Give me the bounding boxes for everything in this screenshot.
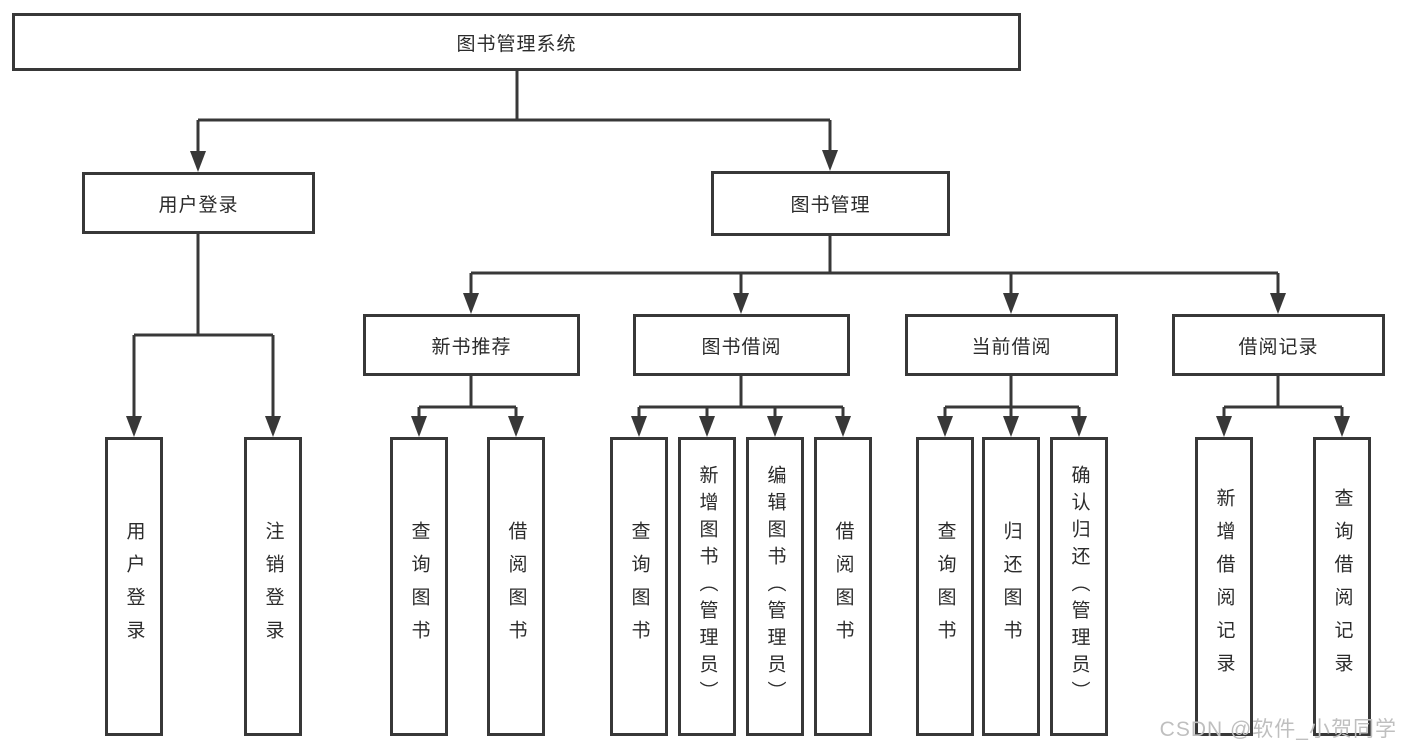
node-borrow-records: 借阅记录 [1172,314,1385,376]
leaf-add-borrow-record: 新增借阅记录 [1195,437,1253,736]
leaf-query-books-recommend-label: 查询图书 [408,520,430,653]
leaf-borrow-books-recommend-label: 借阅图书 [505,520,527,653]
leaf-query-borrow-record: 查询借阅记录 [1313,437,1371,736]
leaf-logout: 注销登录 [244,437,302,736]
leaf-user-login-label: 用户登录 [123,520,145,653]
node-book-borrow: 图书借阅 [633,314,850,376]
leaf-query-borrow-record-label: 查询借阅记录 [1331,487,1353,686]
node-book-management-label: 图书管理 [790,195,871,216]
leaf-query-books-current-label: 查询图书 [934,520,956,653]
csdn-watermark: CSDN @软件_小贺同学 [1159,718,1397,741]
leaf-add-borrow-record-label: 新增借阅记录 [1213,487,1235,686]
leaf-borrow-books: 借阅图书 [814,437,872,736]
node-user-login: 用户登录 [82,172,315,234]
leaf-add-books-admin: 新增图书（管理员） [678,437,736,736]
node-current-borrow: 当前借阅 [905,314,1118,376]
leaf-logout-label: 注销登录 [262,520,284,653]
leaf-return-books-label: 归还图书 [1000,520,1022,653]
leaf-edit-books-admin-label: 编辑图书（管理员） [764,465,786,708]
node-borrow-records-label: 借阅记录 [1238,336,1319,358]
leaf-edit-books-admin: 编辑图书（管理员） [746,437,804,736]
node-new-book-recommend-label: 新书推荐 [431,336,512,358]
leaf-query-books-recommend: 查询图书 [390,437,448,736]
node-book-management: 图书管理 [711,171,950,236]
node-book-borrow-label: 图书借阅 [701,336,782,358]
leaf-return-books: 归还图书 [982,437,1040,736]
leaf-confirm-return-admin: 确认归还（管理员） [1050,437,1108,736]
leaf-query-books-borrow-label: 查询图书 [628,520,650,653]
leaf-borrow-books-recommend: 借阅图书 [487,437,545,736]
leaf-user-login: 用户登录 [105,437,163,736]
leaf-add-books-admin-label: 新增图书（管理员） [696,465,718,708]
node-root-system: 图书管理系统 [12,13,1021,71]
node-current-borrow-label: 当前借阅 [971,336,1052,358]
leaf-borrow-books-label: 借阅图书 [832,520,854,653]
leaf-query-books-borrow: 查询图书 [610,437,668,736]
arrowheads [126,150,1350,437]
node-new-book-recommend: 新书推荐 [363,314,580,376]
node-user-login-label: 用户登录 [158,194,239,216]
leaf-confirm-return-admin-label: 确认归还（管理员） [1068,465,1090,708]
node-root-label: 图书管理系统 [456,33,577,55]
leaf-query-books-current: 查询图书 [916,437,974,736]
